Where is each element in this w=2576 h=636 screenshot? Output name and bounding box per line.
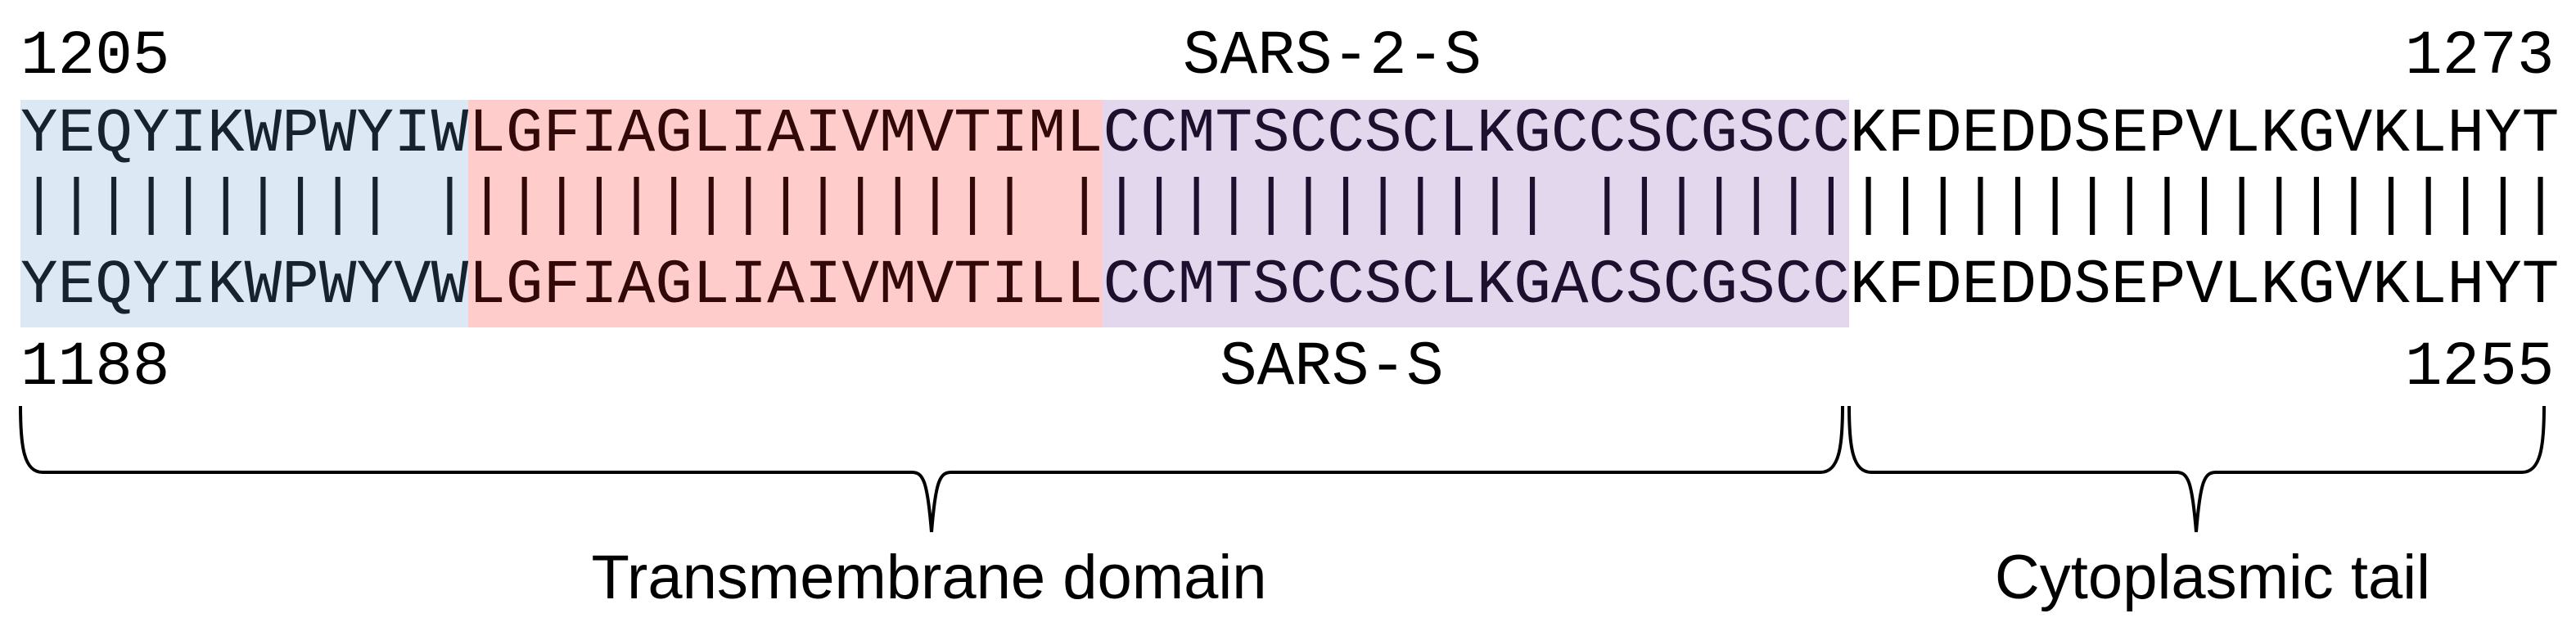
sars-end-residue-number: 1255 [2405, 332, 2555, 403]
sars2-start-residue-number: 1205 [20, 21, 170, 92]
transmembrane-domain-label: Transmembrane domain [591, 543, 1267, 612]
sars-tail-segment: KFDEDDSEPVLKGVKLHYT [1849, 250, 2560, 321]
sars2-sequence-label: SARS-2-S [1183, 21, 1482, 92]
brace-annotations [19, 405, 2546, 533]
sars-start-residue-number: 1188 [20, 332, 170, 403]
sars-blue-segment: YEQYIKWPWYVW [20, 250, 469, 321]
blue-highlight-band [20, 100, 468, 327]
match-tail-segment: ||||||||||||||||||| [1849, 170, 2560, 241]
sars2-sequence-row: YEQYIKWPWYIWLGFIAGLIAIVMVTIMLCCMTSCCSCLK… [20, 103, 2559, 165]
sars-red-segment: LGFIAGLIAIVMVTILL [468, 250, 1103, 321]
match-blue-segment: |||||||||| | [20, 170, 469, 241]
cytoplasmic-tail-label: Cytoplasmic tail [1994, 543, 2431, 612]
sars2-blue-segment: YEQYIKWPWYIW [20, 99, 469, 169]
sars-sequence-row: YEQYIKWPWYVWLGFIAGLIAIVMVTILLCCMTSCCSCLK… [20, 255, 2559, 317]
purple-highlight-band [1103, 100, 1849, 327]
red-highlight-band [468, 100, 1103, 327]
sars2-purple-segment: CCMTSCCSCLKGCCSCGSCC [1103, 99, 1850, 169]
sars2-end-residue-number: 1273 [2405, 21, 2555, 92]
sars2-red-segment: LGFIAGLIAIVMVTIML [468, 99, 1103, 169]
match-purple-segment: |||||||||||| ||||||| [1103, 170, 1850, 241]
sars-sequence-label: SARS-S [1220, 332, 1444, 403]
match-red-segment: ||||||||||||||| | [468, 170, 1103, 241]
sars2-tail-segment: KFDEDDSEPVLKGVKLHYT [1849, 99, 2560, 169]
sars-purple-segment: CCMTSCCSCLKGACSCGSCC [1103, 250, 1850, 321]
cytoplasmic-brace [1847, 405, 2546, 533]
transmembrane-brace [19, 405, 1844, 533]
alignment-match-row: |||||||||| |||||||||||||||| ||||||||||||… [20, 174, 2559, 237]
